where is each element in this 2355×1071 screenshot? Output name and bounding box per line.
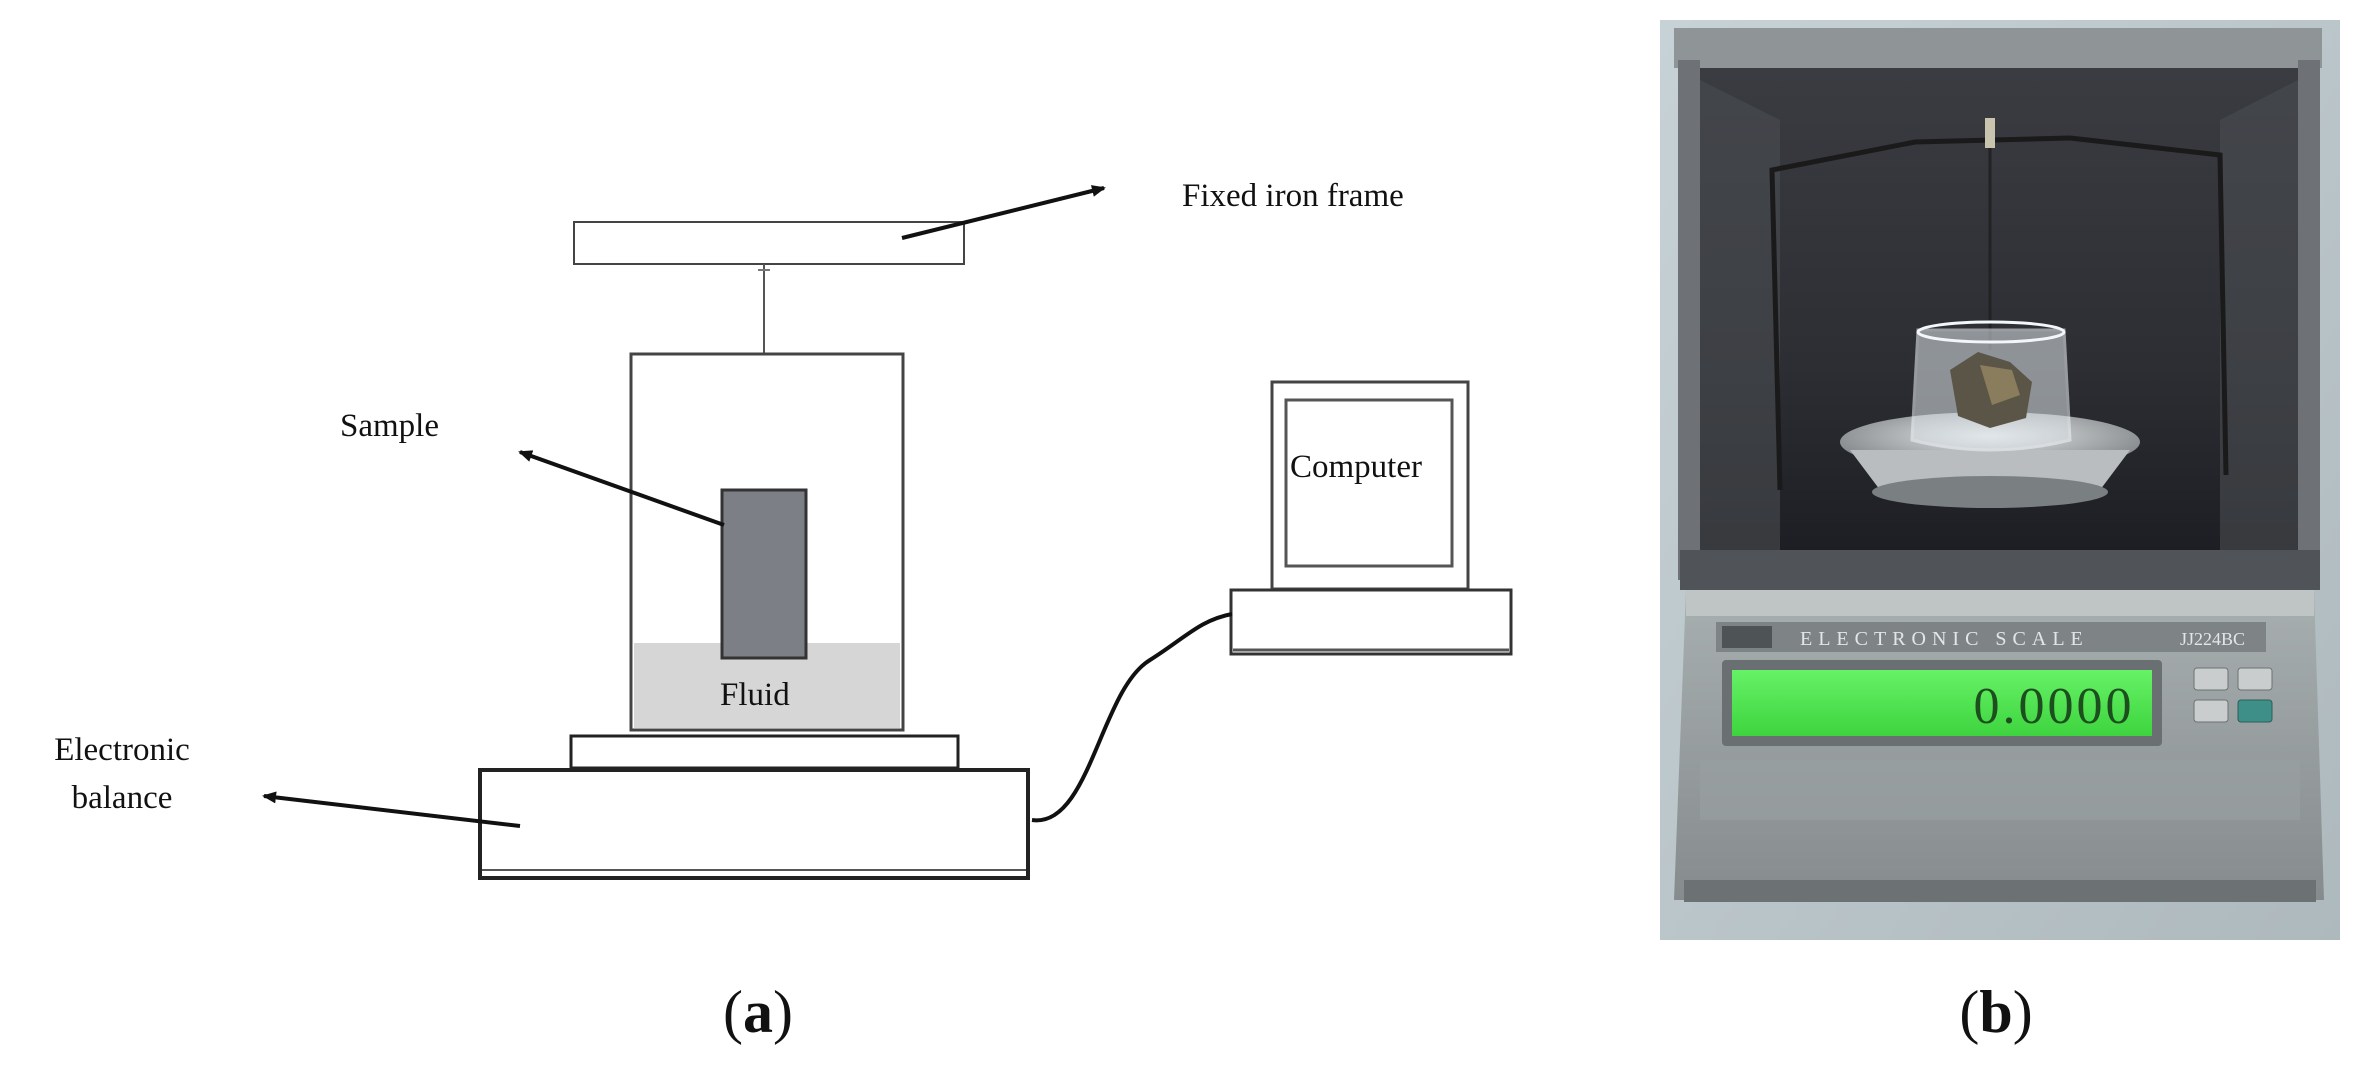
- label-fluid: Fluid: [720, 677, 790, 713]
- scale-button-3: [2193, 699, 2229, 723]
- lcd-reading: 0.0000: [1974, 678, 2135, 735]
- arrow-iron-frame: [901, 185, 1106, 240]
- schematic-svg: Fixed iron frame Sample Computer Fluid E…: [54, 178, 1513, 1045]
- scale-deck: [1680, 550, 2320, 590]
- arrow-sample: [518, 450, 725, 527]
- sample-block: [720, 488, 808, 660]
- label-electronic-balance-1: Electronic: [54, 732, 190, 768]
- balance-body: [478, 768, 1030, 880]
- model-text: JJ224BC: [2180, 629, 2245, 649]
- shield-right-post: [2298, 60, 2320, 580]
- scale-button-2: [2237, 667, 2273, 691]
- scale-button-1: [2193, 667, 2229, 691]
- label-computer: Computer: [1290, 449, 1422, 485]
- scale-button-4: [2237, 699, 2273, 723]
- label-sample: Sample: [340, 408, 439, 444]
- computer-screen: [1284, 398, 1454, 568]
- label-electronic-balance-2: balance: [72, 780, 173, 816]
- panel-label-b: (b): [1959, 979, 2032, 1045]
- shield-top-frame: [1674, 28, 2322, 68]
- computer-base: [1229, 588, 1513, 656]
- arrow-balance: [262, 791, 521, 828]
- brand-text: ELECTRONIC SCALE: [1800, 628, 2089, 650]
- balance-plate: [569, 734, 960, 770]
- draft-shield-glass: [1680, 68, 2320, 565]
- photo-svg: ELECTRONIC SCALE JJ224BC 0.0000 (b): [1660, 20, 2340, 1045]
- shield-left-post: [1678, 60, 1700, 580]
- photo-panel: ELECTRONIC SCALE JJ224BC 0.0000 (b): [1660, 20, 2340, 1066]
- label-fixed-iron-frame: Fixed iron frame: [1182, 178, 1404, 214]
- data-cable: [1031, 612, 1233, 823]
- lcd-display: [1732, 670, 2152, 736]
- brand-strip: [1716, 622, 2266, 652]
- iron-frame: [573, 221, 965, 265]
- panel-label-a: (a): [723, 979, 793, 1045]
- schematic-panel: Fixed iron frame Sample Computer Fluid E…: [54, 178, 1513, 1045]
